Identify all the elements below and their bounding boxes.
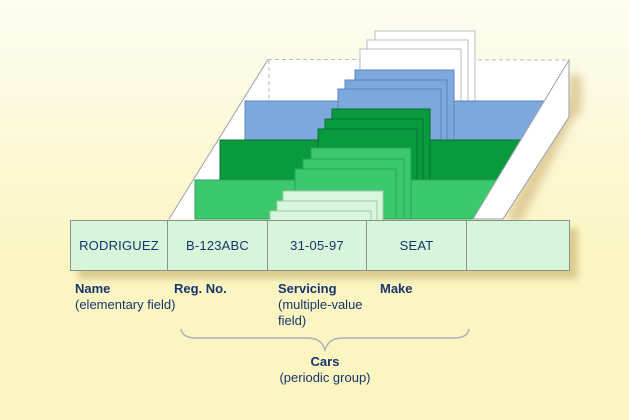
field-label-title: Make — [380, 281, 413, 296]
record-cell-empty — [467, 221, 569, 270]
field-label-title: Name — [75, 281, 111, 296]
field-label-subtitle-line1: (multiple-value — [278, 297, 363, 312]
periodic-group-brace — [180, 328, 470, 353]
group-label-cars: Cars (periodic group) — [245, 354, 405, 386]
record-cell-name: RODRIGUEZ — [71, 221, 168, 270]
group-label-subtitle: (periodic group) — [279, 370, 371, 385]
field-label-subtitle: (elementary field) — [75, 297, 176, 312]
field-label-name: Name (elementary field) — [75, 281, 175, 313]
field-label-servicing: Servicing (multiple-value field) — [278, 281, 363, 329]
tray-right-wall — [472, 58, 570, 220]
record-cell-make: SEAT — [367, 221, 467, 270]
record-cell-servicing: 31-05-97 — [268, 221, 367, 270]
light-green-occurrence-stack — [269, 190, 384, 223]
tray-left-edge — [168, 59, 269, 220]
field-label-reg-no: Reg. No. — [174, 281, 227, 297]
field-label-subtitle-line2: field) — [278, 313, 307, 328]
group-label-title: Cars — [310, 354, 340, 369]
field-label-title: Reg. No. — [174, 281, 227, 296]
record-cell-reg-no: B-123ABC — [168, 221, 268, 270]
record-row: RODRIGUEZ B-123ABC 31-05-97 SEAT — [70, 220, 570, 271]
field-label-title: Servicing — [278, 281, 337, 296]
medium-green-occurrence-stack — [194, 147, 497, 220]
field-label-make: Make — [380, 281, 413, 297]
